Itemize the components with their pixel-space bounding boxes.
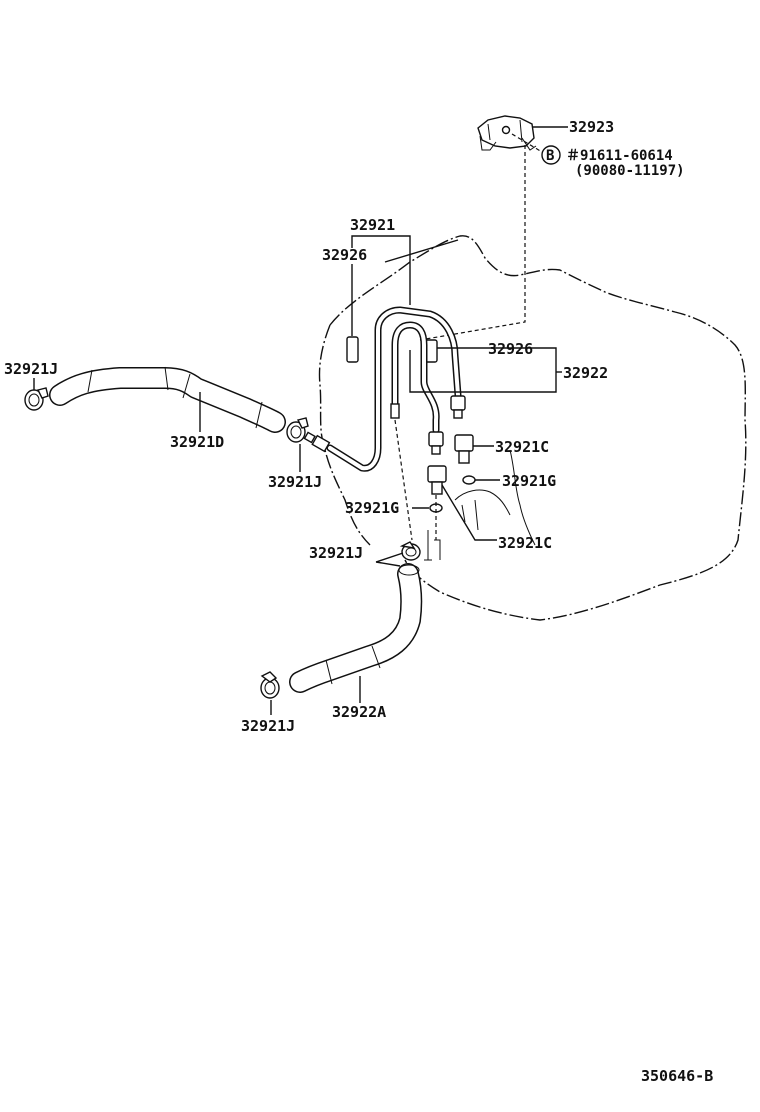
leader-32921c-lower (441, 484, 497, 541)
label-32921j-bottom: 32921J (241, 717, 295, 735)
label-32921c-upper: 32921C (495, 438, 549, 456)
dashed-guide-mid (394, 419, 413, 541)
leader-32921j-lower (375, 552, 404, 567)
label-32921c-lower: 32921C (498, 534, 552, 552)
hose-clamp-bottom (260, 671, 280, 699)
label-32921d: 32921D (170, 433, 224, 451)
pipe-end-fitting-mid (390, 403, 400, 419)
label-32921: 32921 (350, 216, 395, 234)
circle-b-letter: B (546, 148, 554, 164)
label-32921j-topleft: 32921J (4, 360, 58, 378)
leader-32921-outline (384, 239, 459, 263)
transmission-inner-edge (509, 449, 536, 546)
label-32921j-mid: 32921J (268, 473, 322, 491)
hose-clamp-mid (286, 417, 309, 443)
clamp-32923 (477, 115, 537, 151)
bracket-32921 (351, 235, 411, 305)
flare-nut-upper (450, 395, 466, 419)
oil-cooler-pipe-32922 (391, 321, 440, 434)
union-32921c-lower (427, 465, 447, 495)
label-32921j-lower: 32921J (309, 544, 363, 562)
bracket-32922 (409, 347, 557, 393)
hose-32922a (289, 563, 423, 693)
pipe-end-fitting-left (303, 431, 331, 453)
transmission-bracket-lines (454, 489, 511, 531)
figure-id: 350646-B (641, 1067, 713, 1085)
hose-32921d (49, 366, 286, 433)
grommet-32926-left (346, 336, 359, 363)
transmission-outline-left (318, 324, 371, 546)
label-32926-right: 32926 (488, 340, 533, 358)
leader-bolt (511, 133, 543, 153)
label-32922: 32922 (563, 364, 608, 382)
label-bolt-number: ＃91611-60614 (566, 148, 673, 164)
hose-clamp-topleft (24, 387, 49, 411)
label-32926-left: 32926 (322, 246, 367, 264)
hose-clamp-lower (399, 541, 421, 561)
circle-b-marker (541, 145, 561, 165)
label-32921g-right: 32921G (502, 472, 556, 490)
label-32922a: 32922A (332, 703, 386, 721)
oil-cooler-pipe-32921 (326, 306, 462, 472)
mount-boss (424, 530, 441, 561)
label-32921g-left: 32921G (345, 499, 399, 517)
dashed-guide-clamp (419, 145, 526, 341)
gasket-32921g-right (462, 475, 476, 485)
flare-nut-lower (428, 431, 444, 455)
label-32923: 32923 (569, 118, 614, 136)
label-bolt-alt-number: (90080-11197) (575, 163, 685, 179)
union-32921c-upper (454, 434, 474, 464)
transmission-outline (329, 235, 747, 621)
